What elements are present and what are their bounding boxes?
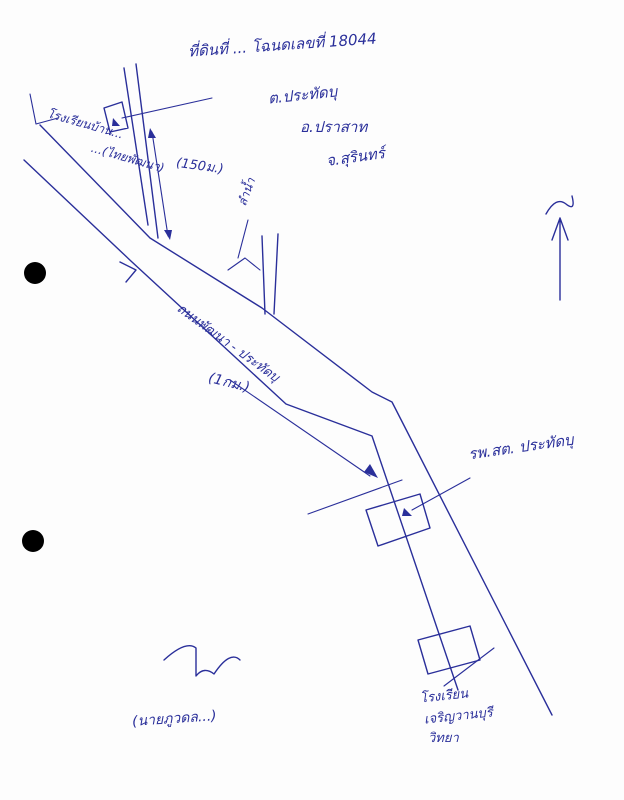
distance-arrow-short [151,131,169,237]
distance-arrow-long [229,379,371,477]
land-parcel-top [103,101,129,133]
school-bottom-label-3: วิทยา [428,731,459,746]
health-center-leader [411,477,471,511]
canal-pointer [227,219,261,271]
main-road-edge-lower [23,159,459,691]
side-road-top-left [123,67,149,226]
road-spur-left [307,479,403,515]
school-bottom-leader [443,647,495,687]
canal-line-left [261,235,266,315]
junction-mark [119,261,137,283]
location-line-3: อ.ปราสาท [300,118,368,136]
canal-line-right [273,233,279,315]
school-bottom-parcel [417,625,481,675]
triangle-marker-icon [112,118,120,126]
health-center-parcel [365,493,431,547]
school-left-leader [29,93,59,125]
main-road-edge-upper [39,124,553,716]
north-arrow-icon [545,195,574,301]
side-road-top-right [135,63,159,239]
punch-hole-icon [24,262,46,284]
signature-icon [163,645,241,677]
triangle-marker-icon [402,508,412,516]
punch-hole-icon [22,530,44,552]
arrow-head-icon [364,464,378,478]
parcel-leader-line [121,97,213,119]
